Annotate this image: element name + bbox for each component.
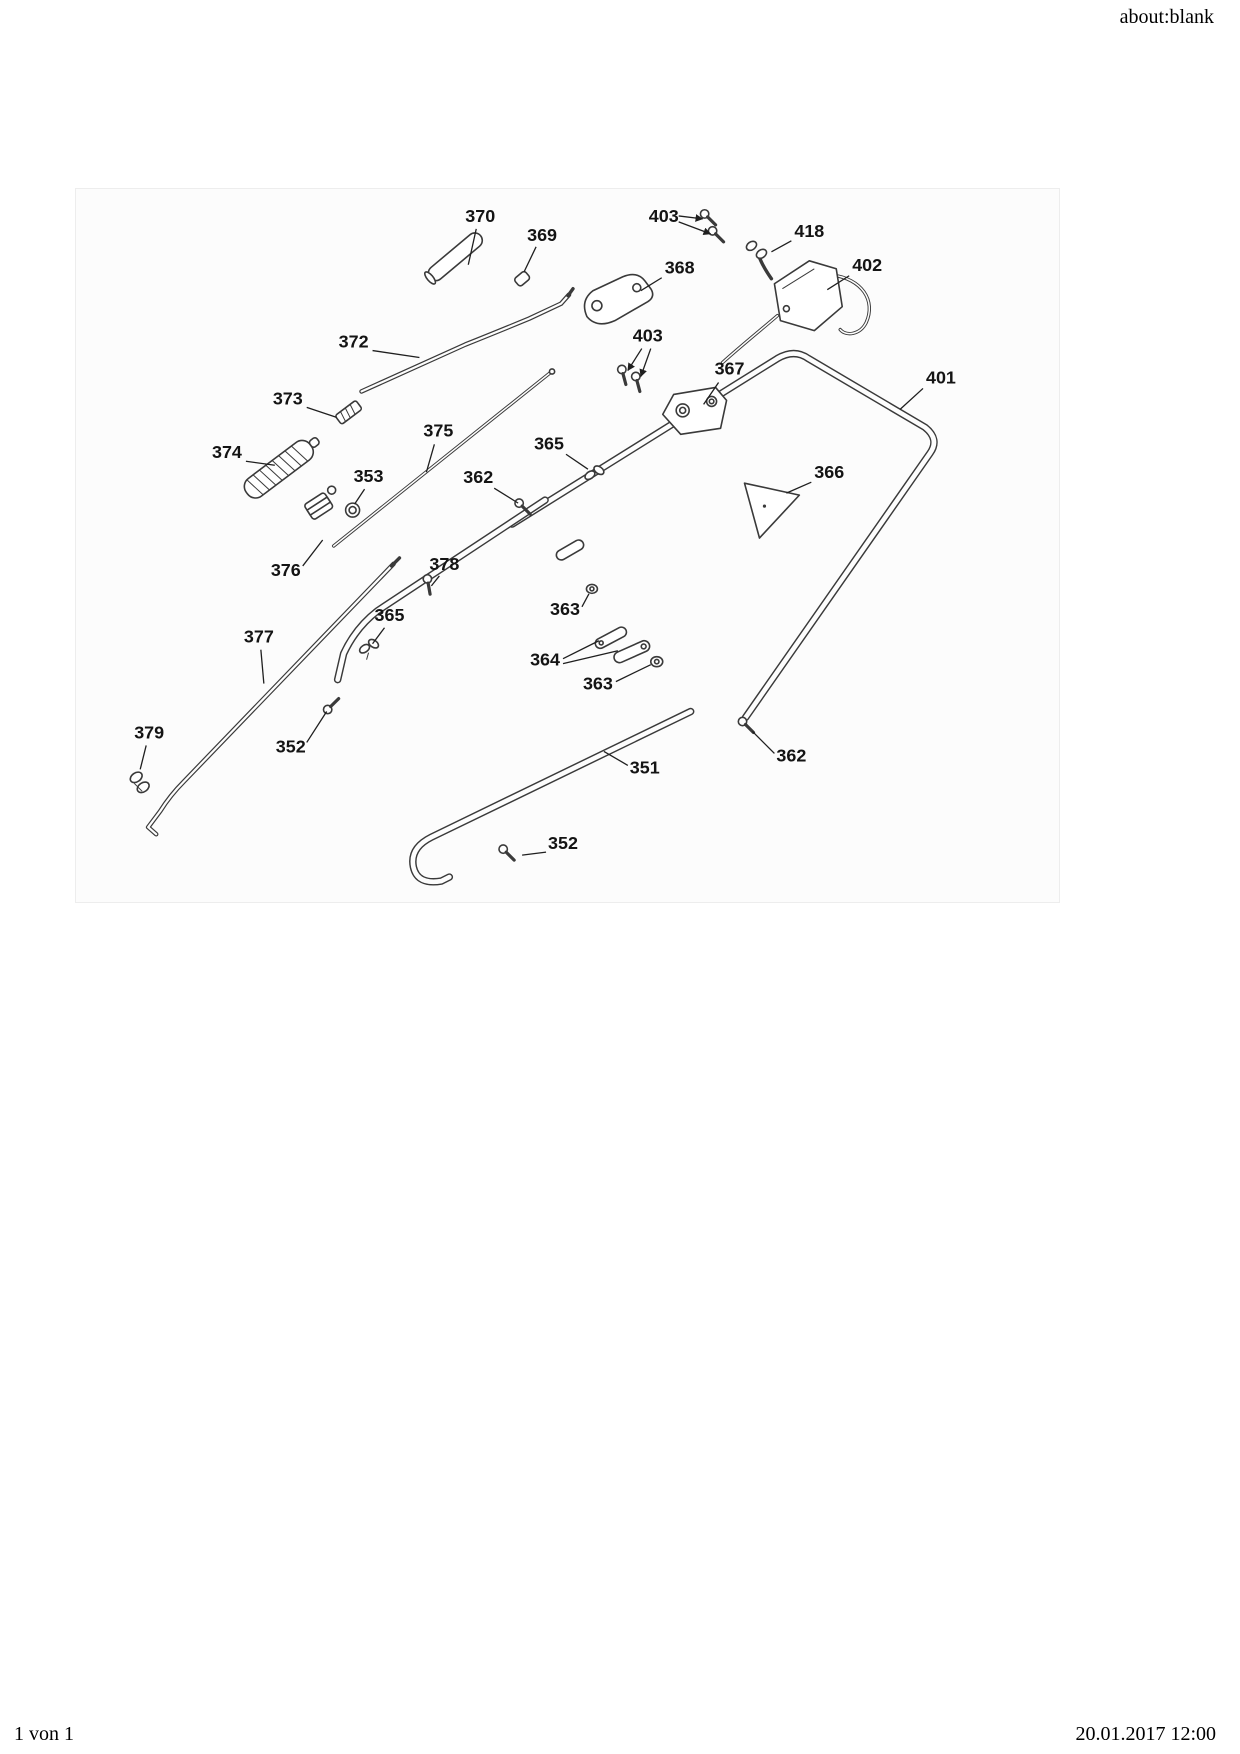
- part-label-365: 365: [534, 433, 564, 453]
- part-label-403: 403: [649, 206, 679, 226]
- part-label-363: 363: [583, 674, 613, 694]
- leader-line-363: [581, 593, 590, 608]
- part-367-mount-bracket: [661, 386, 728, 436]
- leader-line-403: [678, 221, 712, 236]
- part-label-353: 353: [354, 466, 384, 486]
- part-label-401: 401: [926, 367, 956, 387]
- part-403-screws-top: [698, 208, 726, 244]
- part-label-403: 403: [633, 326, 663, 346]
- part-label-372: 372: [339, 332, 369, 352]
- parts-diagram: 370 369 403 418 368 402 372 403 367 401 373 375 365 3…: [75, 188, 1060, 903]
- part-label-363: 363: [550, 599, 580, 619]
- leader-line-377: [260, 649, 265, 684]
- part-label-352: 352: [548, 833, 578, 853]
- part-label-374: 374: [212, 442, 242, 462]
- leader-line-351: [603, 750, 629, 766]
- part-364-cam-levers: [555, 539, 651, 664]
- leader-line-363: [615, 664, 652, 683]
- page-count: 1 von 1: [14, 1723, 74, 1745]
- leader-line-403: [678, 214, 704, 222]
- part-label-370: 370: [465, 206, 495, 226]
- part-418-cable-clamp: [745, 240, 768, 260]
- part-369-bushing: [514, 270, 531, 287]
- part-label-351: 351: [630, 757, 660, 777]
- part-label-418: 418: [794, 221, 824, 241]
- part-label-368: 368: [665, 258, 695, 278]
- part-376-clamp: [304, 485, 337, 520]
- part-377-cable-rod: [145, 556, 402, 837]
- leader-line-366: [786, 481, 812, 494]
- leader-line-402: [826, 275, 850, 291]
- part-label-375: 375: [423, 420, 453, 440]
- leader-line-364: [562, 650, 619, 665]
- leader-line-379: [139, 745, 147, 770]
- part-label-362: 362: [463, 467, 493, 487]
- part-label-366: 366: [814, 462, 844, 482]
- part-362-screw-right: [736, 715, 756, 735]
- leader-line-367: [703, 382, 720, 405]
- part-365-clip-upper: [584, 465, 605, 481]
- browser-print-header: about:blank: [1119, 6, 1214, 28]
- leader-line-362: [493, 487, 519, 504]
- leader-line-376: [302, 539, 324, 567]
- leader-line-368: [640, 277, 663, 292]
- part-374-grip: [243, 437, 320, 499]
- part-373-pin: [335, 400, 363, 425]
- part-368-throttle-lever: [583, 273, 654, 325]
- leader-line-365: [565, 453, 589, 470]
- leader-line-401: [899, 387, 924, 410]
- labels-layer: 370 369 403 418 368 402 372 403 367 401 373 375 365 3…: [134, 206, 956, 856]
- part-402-throttle-housing: [773, 260, 844, 332]
- part-363-washer-lower: [649, 655, 664, 668]
- part-label-352: 352: [276, 736, 306, 756]
- part-372-brake-rod: [359, 287, 575, 394]
- leader-line-362: [752, 731, 775, 754]
- part-351-lower-handle: [333, 496, 695, 886]
- part-label-373: 373: [273, 388, 303, 408]
- part-label-364: 364: [530, 650, 560, 670]
- part-label-362: 362: [776, 745, 806, 765]
- leader-line-378: [430, 575, 440, 587]
- part-label-379: 379: [134, 722, 164, 742]
- part-352-screw-left: [321, 696, 341, 716]
- part-352-screw-bottom: [497, 843, 516, 862]
- print-timestamp: 20.01.2017 12:00: [1075, 1723, 1216, 1745]
- part-370-grip-tube: [423, 232, 484, 285]
- part-label-378: 378: [429, 554, 459, 574]
- part-379-clamp: [129, 771, 150, 794]
- leader-line-418: [771, 240, 792, 253]
- leader-line-370: [467, 228, 477, 265]
- leader-line-352: [306, 711, 328, 743]
- part-365-clip-lower: [358, 638, 380, 660]
- leader-line-403: [639, 348, 652, 378]
- leader-line-403: [627, 348, 643, 372]
- leader-line-372: [372, 349, 420, 359]
- part-363-washer-upper: [585, 583, 599, 595]
- leader-line-374: [245, 460, 275, 466]
- leader-line-365: [372, 627, 386, 645]
- part-375-control-rod: [331, 368, 556, 548]
- part-401-upper-handle: [508, 349, 938, 722]
- leader-line-369: [523, 246, 537, 273]
- part-label-367: 367: [715, 358, 745, 378]
- part-label-377: 377: [244, 627, 274, 647]
- part-label-365: 365: [375, 605, 405, 625]
- leader-line-375: [425, 444, 435, 473]
- part-label-376: 376: [271, 560, 301, 580]
- part-label-369: 369: [527, 225, 557, 245]
- part-label-402: 402: [852, 255, 882, 275]
- leader-line-352: [522, 851, 547, 856]
- part-353-ring: [344, 502, 361, 518]
- leader-line-364: [562, 640, 600, 660]
- part-366-latch-plate: [743, 482, 801, 539]
- leader-line-353: [354, 488, 366, 505]
- leader-line-373: [306, 406, 337, 418]
